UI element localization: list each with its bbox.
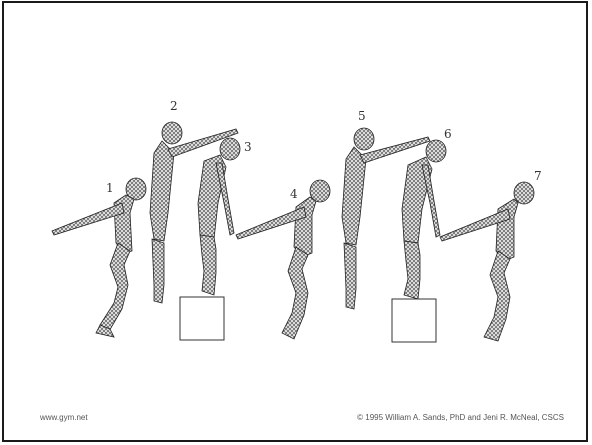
figure-label-3: 3 bbox=[244, 140, 252, 154]
footer-site: www.gym.net bbox=[40, 413, 88, 422]
figure-3 bbox=[198, 138, 240, 295]
figure-label-1: 1 bbox=[106, 181, 114, 195]
figure-label-4: 4 bbox=[290, 187, 298, 201]
plyo-box-2 bbox=[392, 299, 436, 342]
figure-1 bbox=[52, 178, 146, 337]
figure-7 bbox=[440, 182, 534, 341]
figure-4 bbox=[236, 180, 330, 339]
plyo-box-1 bbox=[180, 297, 224, 340]
figure-label-6: 6 bbox=[444, 127, 452, 141]
figure-label-7: 7 bbox=[534, 169, 542, 183]
figure-label-5: 5 bbox=[358, 109, 366, 123]
figure-label-2: 2 bbox=[170, 99, 178, 113]
footer-copyright: © 1995 William A. Sands, PhD and Jeni R.… bbox=[357, 413, 564, 422]
figure-6 bbox=[402, 140, 446, 299]
